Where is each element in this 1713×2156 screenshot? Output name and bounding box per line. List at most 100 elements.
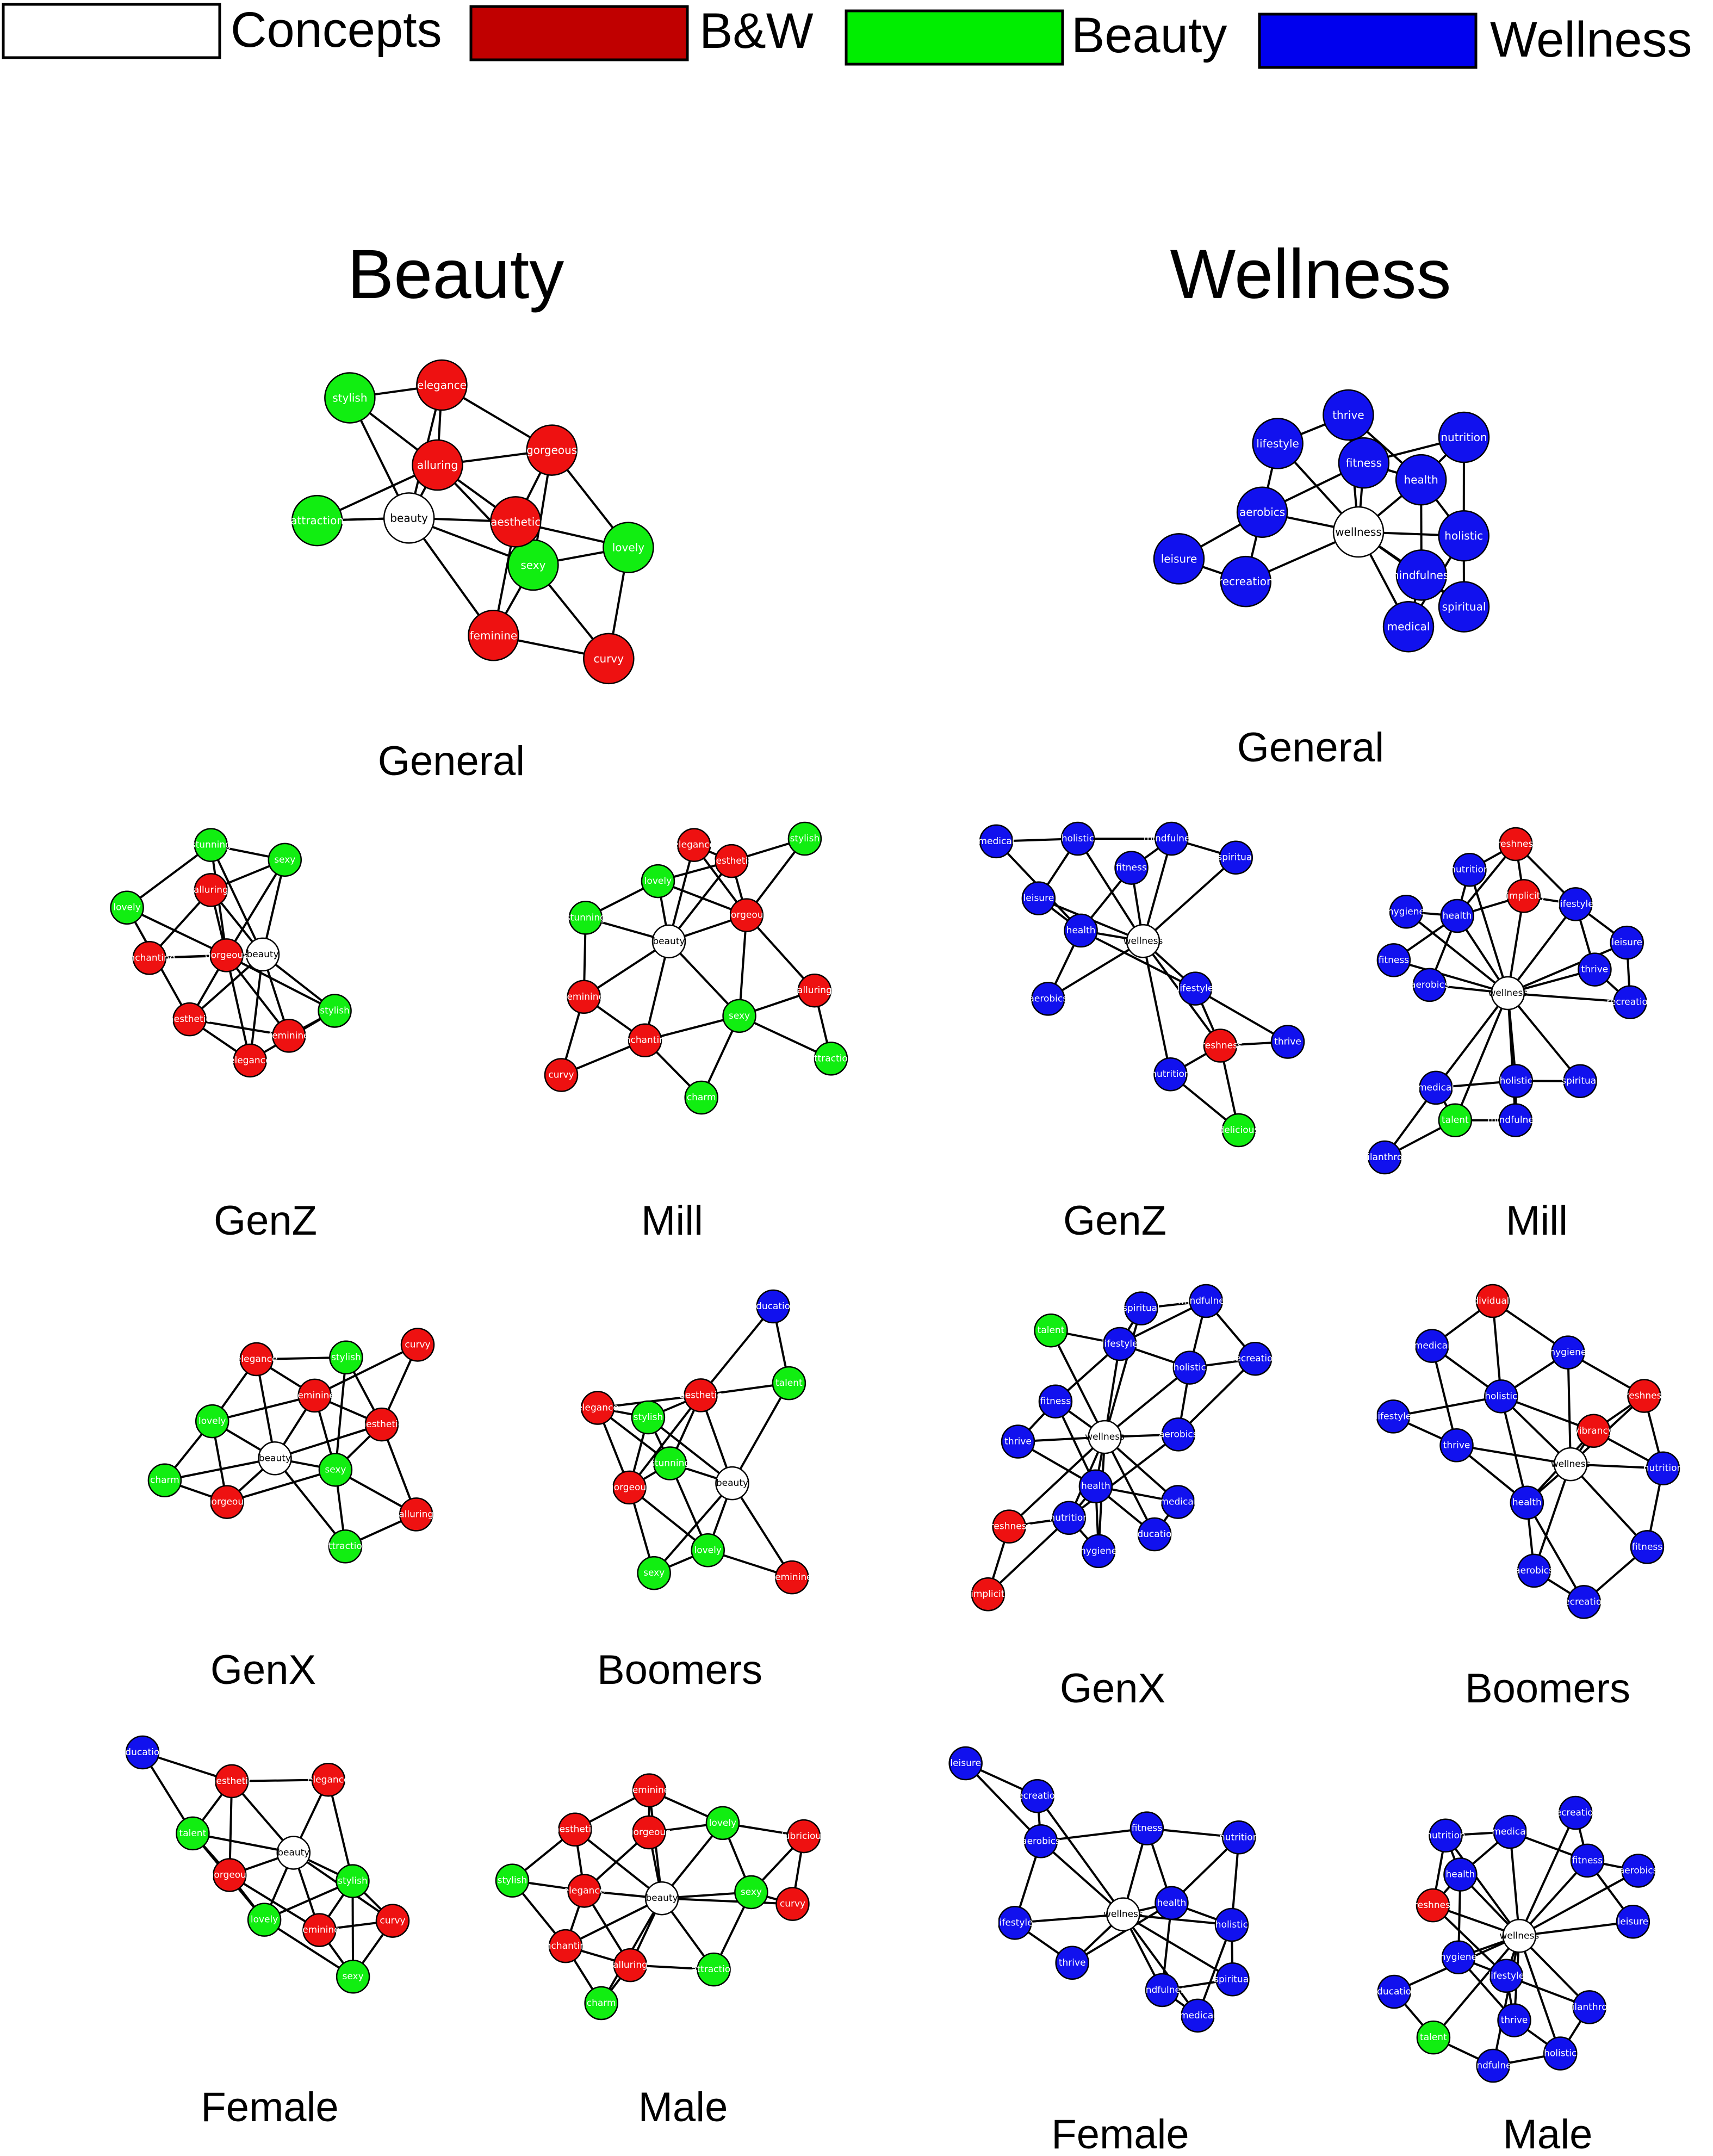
edge-health-holistic [1500, 1396, 1528, 1503]
node-wellness: wellness [1124, 924, 1163, 958]
edge-sexy-beauty [668, 940, 741, 1017]
node-circle [1499, 1064, 1534, 1098]
node-spiritual: spiritual [1214, 1962, 1251, 1997]
node-circle [1475, 1284, 1510, 1318]
node-label: hygiene [1080, 1546, 1117, 1557]
node-lifestyle: lifestyle [1557, 887, 1594, 921]
node-thrive: thrive [1055, 1946, 1089, 1980]
node-label: recreation [1232, 1353, 1278, 1364]
node-label: sexy [343, 1971, 364, 1982]
node-individuality: individuality [1464, 1284, 1521, 1318]
node-label: wellness [1499, 1930, 1539, 1941]
node-circle [971, 1577, 1006, 1612]
node-circle [311, 1763, 345, 1797]
node-wellness: wellness [1551, 1447, 1591, 1482]
node-circle [1236, 486, 1288, 538]
node-stylish: stylish [631, 1400, 666, 1435]
node-label: aesthetic [679, 1390, 722, 1401]
node-circle [336, 1959, 370, 1994]
node-label: lubricious [781, 1831, 826, 1842]
node-hygiene: hygiene [1549, 1335, 1586, 1370]
node-mindfulness: mindfulness [1178, 1284, 1234, 1318]
node-medical: medical [1414, 1329, 1450, 1363]
node-circle [1419, 1070, 1453, 1105]
node-label: medical [1418, 1082, 1454, 1093]
node-circle [979, 824, 1014, 859]
node-thrive: thrive [1270, 1025, 1305, 1059]
node-stunning: stunning [650, 1446, 690, 1480]
node-label: medical [978, 836, 1014, 847]
node-label: fitness [1132, 1823, 1162, 1834]
node-label: talent [179, 1828, 207, 1839]
node-circle [1376, 1399, 1411, 1434]
node-holistic: holistic [1172, 1350, 1207, 1385]
node-label: alluring [613, 1960, 648, 1971]
edge-wellness-spiritual [1103, 1308, 1143, 1438]
node-label: aerobics [1515, 1565, 1554, 1576]
node-feminine: feminine [468, 610, 519, 661]
node-label: sexy [520, 559, 545, 572]
node-circle [328, 1529, 363, 1564]
graph-beauty-boomers: gorgeoussexylovelyelegancestunningfemini… [576, 1289, 812, 1595]
section-title-beauty: Beauty [347, 236, 564, 313]
node-label: health [1081, 1481, 1110, 1492]
node-leisure: leisure [1021, 881, 1056, 915]
node-aerobics: aerobics [1236, 486, 1288, 538]
caption-beauty-male: Male [638, 2084, 728, 2130]
node-label: alluring [399, 1509, 433, 1520]
node-alluring: alluring [613, 1948, 648, 1982]
caption-beauty-female: Female [201, 2084, 338, 2130]
node-label: education [1132, 1529, 1177, 1540]
edge-wellness-leisure [1519, 1920, 1634, 1937]
node-label: thrive [1581, 964, 1609, 975]
node-circle [399, 1497, 433, 1532]
node-label: spiritual [1214, 1974, 1251, 1985]
node-circle [1126, 924, 1160, 958]
node-label: leisure [1023, 893, 1054, 904]
node-recreation: recreation [1232, 1341, 1278, 1376]
node-label: beauty [716, 1478, 748, 1489]
node-elegance: elegance [563, 1874, 605, 1908]
node-fitness: fitness [1038, 1384, 1073, 1418]
edge-beauty-talent [731, 1383, 790, 1484]
node-simplicity: simplicity [1501, 879, 1546, 913]
node-aesthetic: aesthetic [361, 1407, 403, 1442]
node-fitness: fitness [1114, 851, 1149, 885]
node-label: health [1157, 1898, 1187, 1909]
node-label: nutrition [1441, 431, 1487, 444]
node-label: health [1404, 473, 1438, 486]
node-circle [1060, 821, 1095, 856]
node-label: elegance [229, 1055, 271, 1066]
node-stylish: stylish [336, 1864, 370, 1898]
node-stylish: stylish [787, 821, 822, 856]
node-medical: medical [1160, 1485, 1196, 1519]
node-circle [1439, 1428, 1474, 1463]
node-circle [1270, 1025, 1305, 1059]
node-label: charm [687, 1092, 716, 1103]
node-circle [1338, 437, 1390, 489]
node-label: education [120, 1747, 165, 1758]
node-label: aerobics [1028, 993, 1067, 1004]
node-label: medical [1387, 620, 1430, 633]
node-circle [1497, 2003, 1531, 2037]
node-health: health [1155, 1886, 1189, 1920]
node-circle [1453, 852, 1487, 887]
node-label: lifestyle [1256, 437, 1299, 450]
caption-wellness-mill: Mill [1506, 1198, 1568, 1244]
edge-talent-beauty [193, 1832, 294, 1854]
node-circle [676, 828, 711, 862]
node-circle [1220, 555, 1272, 608]
node-health: health [1440, 899, 1474, 933]
node-label: recreation [1014, 1791, 1060, 1801]
node-circle [1416, 1888, 1450, 1923]
node-label: beauty [646, 1893, 678, 1904]
node-circle [1124, 1291, 1158, 1325]
node-label: medical [1180, 2010, 1216, 2021]
edge-attraction-beauty [274, 1458, 346, 1547]
node-label: spiritual [1122, 1303, 1160, 1314]
legend-swatch-wellness [1258, 13, 1478, 69]
node-label: elegance [235, 1354, 277, 1365]
caption-wellness-female: Female [1051, 2111, 1189, 2156]
node-health: health [1443, 1857, 1478, 1892]
node-circle [775, 1887, 810, 1921]
